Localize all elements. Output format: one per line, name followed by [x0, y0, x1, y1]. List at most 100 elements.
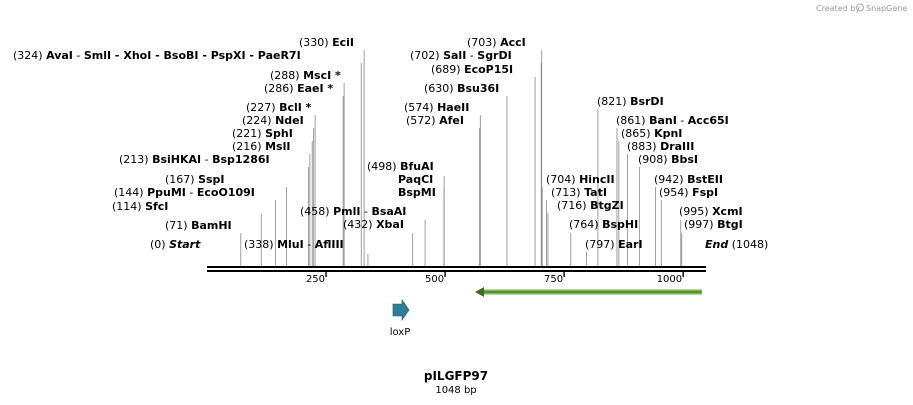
site-label[interactable]: (764) BspHI	[569, 218, 638, 231]
site-label[interactable]: (574) HaeII	[404, 101, 469, 114]
site-label[interactable]: (689) EcoP15I	[431, 63, 513, 76]
site-label[interactable]: (432) XbaI	[343, 218, 404, 231]
site-position: (954)	[659, 186, 692, 199]
site-label[interactable]: (213) BsiHKAI - Bsp1286I	[119, 153, 270, 166]
site-label[interactable]: (942) BstEII	[654, 173, 723, 186]
site-label[interactable]: (167) SspI	[165, 173, 225, 186]
sequence-backbone	[207, 266, 706, 272]
site-enzyme-name: BsrDI	[630, 95, 664, 108]
site-label[interactable]: (713) TatI	[551, 186, 607, 199]
site-position: (703)	[467, 36, 500, 49]
site-position: (221)	[232, 127, 265, 140]
site-position: (144)	[114, 186, 147, 199]
site-enzyme-name: AfeI	[439, 114, 464, 127]
site-position: (213)	[119, 153, 152, 166]
site-label[interactable]: (954) FspI	[659, 186, 718, 199]
site-label[interactable]: BspMI	[398, 186, 436, 199]
site-position: (908)	[638, 153, 671, 166]
site-enzyme-name: BfuAI	[400, 160, 434, 173]
site-label[interactable]: (227) BclI *	[246, 101, 312, 114]
site-label[interactable]: (144) PpuMI - EcoO109I	[114, 186, 255, 199]
site-lines	[240, 50, 683, 266]
site-label[interactable]: (288) MscI *	[270, 69, 341, 82]
site-label[interactable]: PaqCI	[398, 173, 433, 186]
site-label[interactable]: (861) BanI - Acc65I	[616, 114, 729, 127]
site-enzyme-name: HincII	[579, 173, 615, 186]
site-position: (861)	[616, 114, 649, 127]
site-position: (716)	[557, 199, 590, 212]
site-enzyme-name: SfcI	[145, 200, 168, 213]
site-label[interactable]: (0) Start	[150, 238, 201, 251]
site-label[interactable]: (865) KpnI	[621, 127, 682, 140]
site-enzyme-name: BsaAI	[371, 205, 406, 218]
site-label[interactable]: (630) Bsu36I	[424, 82, 499, 95]
site-label[interactable]: (702) SalI - SgrDI	[410, 49, 512, 62]
site-position: (286)	[264, 82, 297, 95]
site-label[interactable]: (572) AfeI	[406, 114, 464, 127]
site-label[interactable]: (821) BsrDI	[597, 95, 664, 108]
site-position: (995)	[679, 205, 712, 218]
site-label[interactable]: (216) MslI	[232, 140, 290, 153]
site-position: (71)	[165, 219, 191, 232]
sequence-length: 1048 bp	[435, 385, 476, 396]
site-enzyme-name: EciI	[332, 36, 354, 49]
site-label[interactable]: (338) MluI - AflIII	[244, 238, 344, 251]
site-position: (702)	[410, 49, 443, 62]
site-position: (227)	[246, 101, 279, 114]
site-enzyme-name: PmlI	[333, 205, 360, 218]
site-enzyme-name: AvaI	[46, 49, 73, 62]
site-position: (797)	[585, 238, 618, 251]
ruler-tick-label: 250	[306, 274, 325, 285]
site-enzyme-name: MslI	[265, 140, 290, 153]
site-label[interactable]: (71) BamHI	[165, 219, 232, 232]
site-label[interactable]: (797) EarI	[585, 238, 643, 251]
brand-text: SnapGene	[866, 4, 907, 13]
site-enzyme-name: Acc65I	[688, 114, 729, 127]
site-enzyme-name: EarI	[618, 238, 642, 251]
site-label[interactable]: (224) NdeI	[242, 114, 304, 127]
site-enzyme-name: EaeI *	[297, 82, 333, 95]
site-label[interactable]: (330) EciI	[299, 36, 354, 49]
arrow-right-icon	[392, 299, 410, 321]
site-enzyme-name: EcoP15I	[464, 63, 513, 76]
site-position: (572)	[406, 114, 439, 127]
ruler-tick-label: 750	[544, 274, 563, 285]
site-enzyme-name: BbsI	[671, 153, 698, 166]
credit-text: Created by	[816, 4, 860, 13]
site-position: (865)	[621, 127, 654, 140]
site-enzyme-name: Start	[169, 238, 201, 251]
site-position: (883)	[627, 140, 660, 153]
site-label[interactable]: (908) BbsI	[638, 153, 698, 166]
site-label[interactable]: (997) BtgI	[684, 218, 743, 231]
orf-arrow[interactable]	[475, 287, 702, 297]
site-label[interactable]: (498) BfuAI	[367, 160, 434, 173]
site-position: (574)	[404, 101, 437, 114]
site-enzyme-name: SspI	[198, 173, 224, 186]
site-label[interactable]: (114) SfcI	[112, 200, 168, 213]
site-enzyme-name: End	[705, 238, 728, 251]
site-enzyme-name: SgrDI	[477, 49, 511, 62]
site-enzyme-name: SphI	[265, 127, 293, 140]
site-position: (324)	[13, 49, 46, 62]
site-label[interactable]: (883) DraIII	[627, 140, 694, 153]
site-label[interactable]: (458) PmlI - BsaAI	[300, 205, 406, 218]
site-enzyme-name: BclI *	[279, 101, 312, 114]
site-label[interactable]: (221) SphI	[232, 127, 293, 140]
site-label[interactable]: End (1048)	[705, 238, 768, 251]
site-position: (713)	[551, 186, 584, 199]
site-enzyme-name: NdeI	[275, 114, 304, 127]
ruler-tick-label: 1000	[657, 274, 682, 285]
site-position: (338)	[244, 238, 277, 251]
site-label[interactable]: (716) BtgZI	[557, 199, 624, 212]
loxp-feature[interactable]: loxP	[390, 299, 411, 338]
site-label[interactable]: (324) AvaI - SmlI - XhoI - BsoBI - PspXI…	[13, 49, 301, 62]
site-position: (288)	[270, 69, 303, 82]
site-label[interactable]: (286) EaeI *	[264, 82, 333, 95]
site-label[interactable]: (703) AccI	[467, 36, 526, 49]
site-label[interactable]: (704) HincII	[546, 173, 615, 186]
site-label[interactable]: (995) XcmI	[679, 205, 743, 218]
site-enzyme-name: KpnI	[654, 127, 682, 140]
site-enzyme-name: Bsp1286I	[212, 153, 270, 166]
